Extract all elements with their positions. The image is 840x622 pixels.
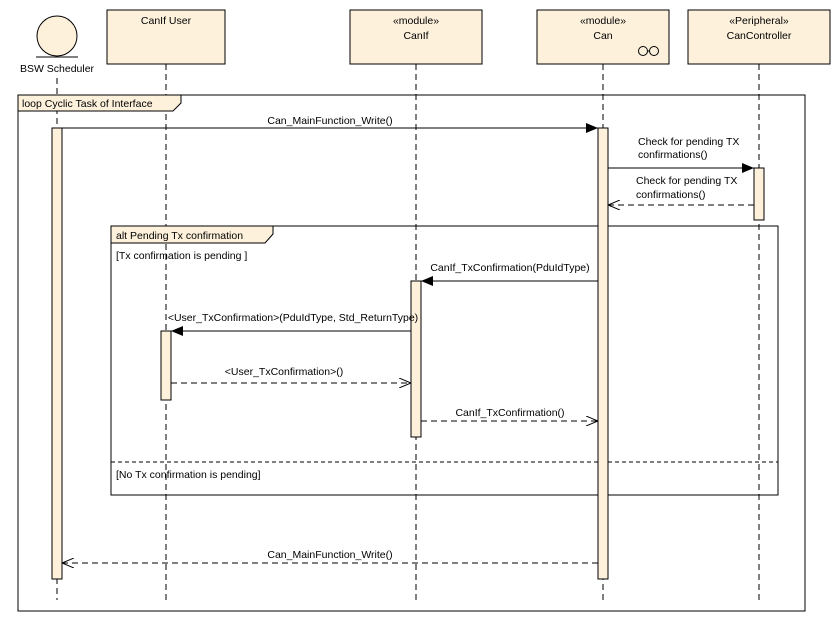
participant-bsw-scheduler: BSW Scheduler [20, 15, 95, 75]
participant-name: BSW Scheduler [20, 63, 95, 75]
message-label-line1: Check for pending TX [636, 175, 737, 187]
activation-bsw-scheduler [51, 127, 63, 580]
participant-canif: «module» CanIf [349, 9, 483, 65]
alt-guard-pending: [Tx confirmation is pending ] [116, 250, 247, 262]
message-label: Can_MainFunction_Write() [267, 115, 392, 127]
message-label: <User_TxConfirmation>(PduIdType, Std_Ret… [168, 312, 418, 324]
message-label-line1: Check for pending TX [638, 136, 739, 148]
message-m1: Can_MainFunction_Write() [62, 115, 598, 133]
message-m7: CanIf_TxConfirmation() [421, 407, 598, 421]
control-circle-icon [36, 15, 78, 57]
message-label: CanIf_TxConfirmation() [455, 407, 564, 419]
participant-stereotype: «module» [580, 15, 626, 27]
message-m3: Check for pending TX confirmations() [608, 175, 754, 205]
participant-name: CanController [727, 30, 792, 42]
message-m5: <User_TxConfirmation>(PduIdType, Std_Ret… [168, 312, 418, 336]
activation-can [597, 127, 609, 580]
glasses-icon [638, 46, 659, 56]
message-label: CanIf_TxConfirmation(PduIdType) [430, 262, 589, 274]
activation-bars [51, 127, 765, 580]
message-m6: <User_TxConfirmation>() [171, 366, 411, 383]
message-m4: CanIf_TxConfirmation(PduIdType) [421, 262, 598, 286]
loop-frame-label-tab [17, 94, 182, 112]
message-m8: Can_MainFunction_Write() [62, 549, 598, 563]
message-label-line2: confirmations() [636, 189, 705, 201]
participant-name: Can [593, 30, 612, 42]
alt-guard-not-pending: [No Tx confirmation is pending] [116, 469, 261, 481]
loop-frame-label: loop Cyclic Task of Interface [22, 98, 153, 110]
activation-canif-user [160, 330, 172, 401]
message-m2: Check for pending TX confirmations() [608, 136, 754, 173]
alt-frame-label: alt Pending Tx confirmation [116, 230, 243, 242]
participant-can: «module» Can [536, 9, 670, 65]
participant-canif-user: CanIf User [106, 9, 226, 65]
message-label-line2: confirmations() [638, 149, 707, 161]
message-label: <User_TxConfirmation>() [225, 366, 343, 378]
activation-can-controller [753, 167, 765, 221]
alt-frame-label-tab [110, 225, 274, 244]
alt-frame: alt Pending Tx confirmation [Tx confirma… [110, 225, 779, 496]
participant-name: CanIf User [141, 15, 192, 27]
loop-frame: loop Cyclic Task of Interface [17, 94, 806, 612]
participant-name: CanIf [403, 30, 428, 42]
message-label: Can_MainFunction_Write() [267, 549, 392, 561]
participant-can-controller: «Peripheral» CanController [687, 9, 831, 65]
participant-stereotype: «Peripheral» [729, 15, 789, 27]
activation-canif [410, 280, 422, 438]
participant-stereotype: «module» [393, 15, 439, 27]
